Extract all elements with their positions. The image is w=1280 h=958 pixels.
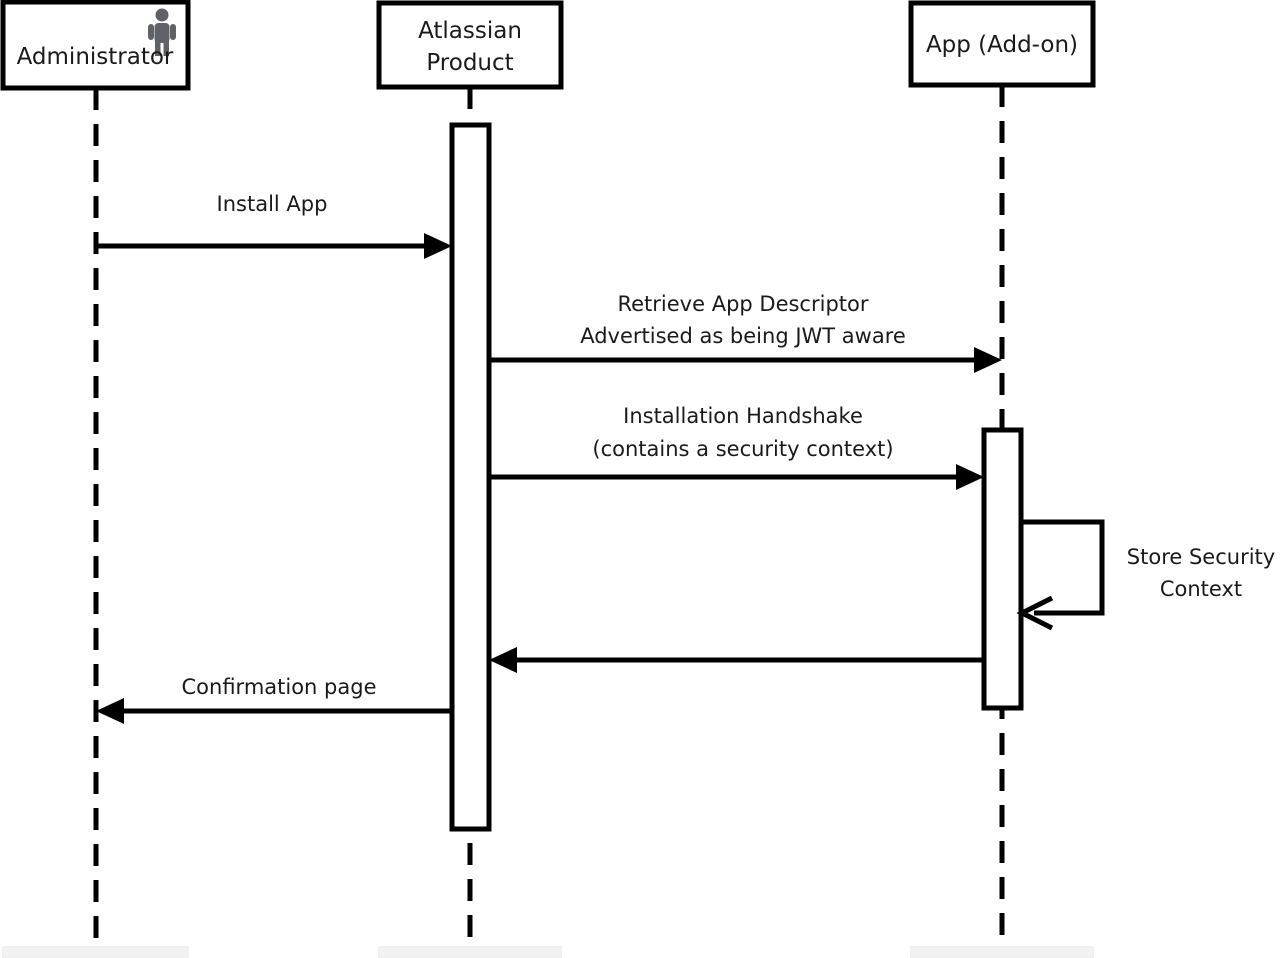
participant-atlassian-product-box — [376, 0, 564, 90]
participant-administrator[interactable]: Administrator — [0, 0, 191, 91]
participant-administrator-label: Administrator — [17, 44, 174, 70]
participant-atlassian-product-label-line1: Atlassian — [418, 18, 522, 44]
participant-app-addon-box — [908, 0, 1096, 88]
message-confirmation-page[interactable]: Confirmation page — [96, 675, 452, 724]
message-install-app-arrowhead — [424, 233, 452, 259]
activation-bars — [449, 122, 1024, 832]
message-retrieve-app-descriptor-arrowhead — [974, 347, 1002, 373]
message-store-security-context[interactable]: Store Security Context — [1016, 519, 1275, 631]
message-store-security-context-label-line2: Context — [1160, 577, 1242, 601]
message-store-security-context-label-line1: Store Security — [1127, 545, 1275, 569]
actor-person-icon — [148, 8, 176, 56]
message-installation-handshake-label-line1: Installation Handshake — [623, 404, 863, 428]
message-store-security-context-arrowhead — [1016, 595, 1054, 631]
bottom-box-atlassian-product — [378, 946, 562, 958]
message-return-to-product-arrowhead — [489, 647, 517, 673]
bottom-box-app-addon — [910, 946, 1094, 958]
message-install-app[interactable]: Install App — [96, 192, 452, 259]
message-installation-handshake-arrowhead — [956, 464, 984, 490]
message-installation-handshake[interactable]: Installation Handshake (contains a secur… — [490, 404, 984, 490]
message-retrieve-app-descriptor[interactable]: Retrieve App Descriptor Advertised as be… — [490, 292, 1002, 373]
participant-atlassian-product-label-line2: Product — [426, 50, 513, 76]
message-install-app-label: Install App — [217, 192, 328, 216]
message-confirmation-page-label: Confirmation page — [182, 675, 377, 699]
message-installation-handshake-label-line2: (contains a security context) — [592, 437, 893, 461]
participant-app-addon[interactable]: App (Add-on) — [908, 0, 1096, 88]
message-confirmation-page-arrowhead — [96, 698, 124, 724]
participant-app-addon-label: App (Add-on) — [926, 32, 1078, 58]
message-store-security-context-loop — [1021, 519, 1105, 616]
message-retrieve-app-descriptor-label-line1: Retrieve App Descriptor — [617, 292, 868, 316]
message-retrieve-app-descriptor-label-line2: Advertised as being JWT aware — [580, 324, 906, 348]
bottom-participant-boxes — [2, 946, 1094, 958]
message-return-to-product[interactable] — [489, 647, 984, 673]
activation-app-addon — [981, 427, 1024, 711]
participant-atlassian-product[interactable]: Atlassian Product — [376, 0, 564, 90]
bottom-box-administrator — [2, 946, 189, 958]
activation-atlassian-product — [449, 122, 492, 832]
